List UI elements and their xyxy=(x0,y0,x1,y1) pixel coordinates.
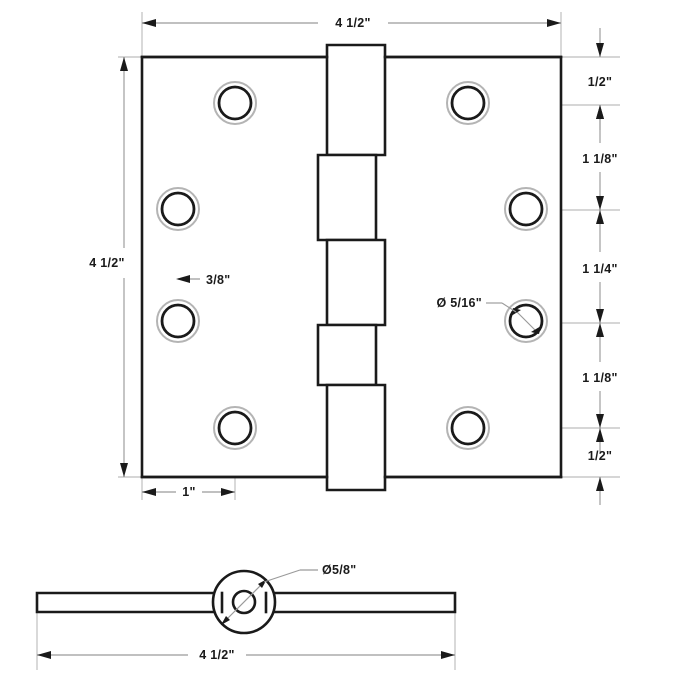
profile-dia-arrow-a xyxy=(221,616,230,625)
knuckle-segment-4 xyxy=(316,323,378,387)
arrow-top-right xyxy=(547,19,561,27)
leader-pin-dia-angled xyxy=(263,569,301,583)
profile-left-leaf xyxy=(35,591,224,614)
arrow-bottom-inset-right xyxy=(221,488,235,496)
arrow-seg-4-down xyxy=(596,414,604,428)
dimension-right-segments: 1/2" 1 1/8" 1 1/4" 1 1/8" 1/2" xyxy=(582,28,618,505)
leader-hole-dia-angled xyxy=(501,302,517,313)
dim-label-profile-width: 4 1/2" xyxy=(199,648,235,662)
arrow-seg-1-down xyxy=(596,43,604,57)
dim-label-bottom-inset: 1" xyxy=(182,485,195,499)
arrow-hole-offset xyxy=(176,275,190,283)
screw-hole xyxy=(156,299,200,343)
dimension-profile-width: 4 1/2" xyxy=(37,648,455,662)
arrow-seg-4-up xyxy=(596,323,604,337)
knuckle-segment-1 xyxy=(325,43,387,157)
dim-label-seg-4: 1 1/8" xyxy=(582,371,618,385)
profile-right-leaf xyxy=(264,591,457,614)
dimension-hole-diameter: Ø 5/16" xyxy=(436,296,517,313)
arrow-left-top xyxy=(120,57,128,71)
knuckle-segment-2 xyxy=(316,153,378,242)
profile-view-hinge: Ø5/8" xyxy=(35,563,457,635)
knuckle-segment-3 xyxy=(325,238,387,327)
screw-hole xyxy=(504,187,548,231)
dimension-bottom-inset: 1" xyxy=(142,485,235,499)
arrow-profile-right xyxy=(441,651,455,659)
dimension-left-height: 4 1/2" xyxy=(89,57,128,477)
front-view-hinge-body xyxy=(140,43,563,492)
knuckle-segment-5 xyxy=(325,383,387,492)
screw-holes-right-leaf xyxy=(446,81,548,450)
dim-label-seg-3: 1 1/4" xyxy=(582,262,618,276)
dim-label-seg-5: 1/2" xyxy=(588,449,613,463)
screw-hole xyxy=(213,406,257,450)
screw-hole-dimensioned xyxy=(504,299,548,343)
hole-dia-arrow-b xyxy=(531,326,541,334)
hole-diameter-arrow-line xyxy=(514,309,538,333)
arrow-top-left xyxy=(142,19,156,27)
dim-label-hole-diameter: Ø 5/16" xyxy=(436,296,482,310)
dimension-hole-offset: 3/8" xyxy=(176,273,231,287)
dim-label-hole-offset: 3/8" xyxy=(206,273,231,287)
arrow-seg-3-down xyxy=(596,309,604,323)
screw-holes-left-leaf xyxy=(156,81,257,450)
dim-label-pin-diameter: Ø5/8" xyxy=(322,563,357,577)
arrow-seg-3-up xyxy=(596,210,604,224)
dim-label-left-height: 4 1/2" xyxy=(89,256,125,270)
arrow-seg-2-up xyxy=(596,105,604,119)
arrow-bottom-inset-left xyxy=(142,488,156,496)
arrow-seg-5-down xyxy=(596,477,604,491)
arrow-seg-2-down xyxy=(596,196,604,210)
screw-hole xyxy=(446,81,490,125)
screw-hole xyxy=(446,406,490,450)
screw-hole xyxy=(156,187,200,231)
dim-label-seg-2: 1 1/8" xyxy=(582,152,618,166)
dim-label-seg-1: 1/2" xyxy=(588,75,613,89)
arrow-profile-left xyxy=(37,651,51,659)
dim-label-top-width: 4 1/2" xyxy=(335,16,371,30)
screw-hole xyxy=(213,81,257,125)
dimension-top-width: 4 1/2" xyxy=(142,16,561,30)
arrow-left-bottom xyxy=(120,463,128,477)
profile-dia-arrow-line xyxy=(223,581,265,623)
arrow-seg-5-up xyxy=(596,428,604,442)
